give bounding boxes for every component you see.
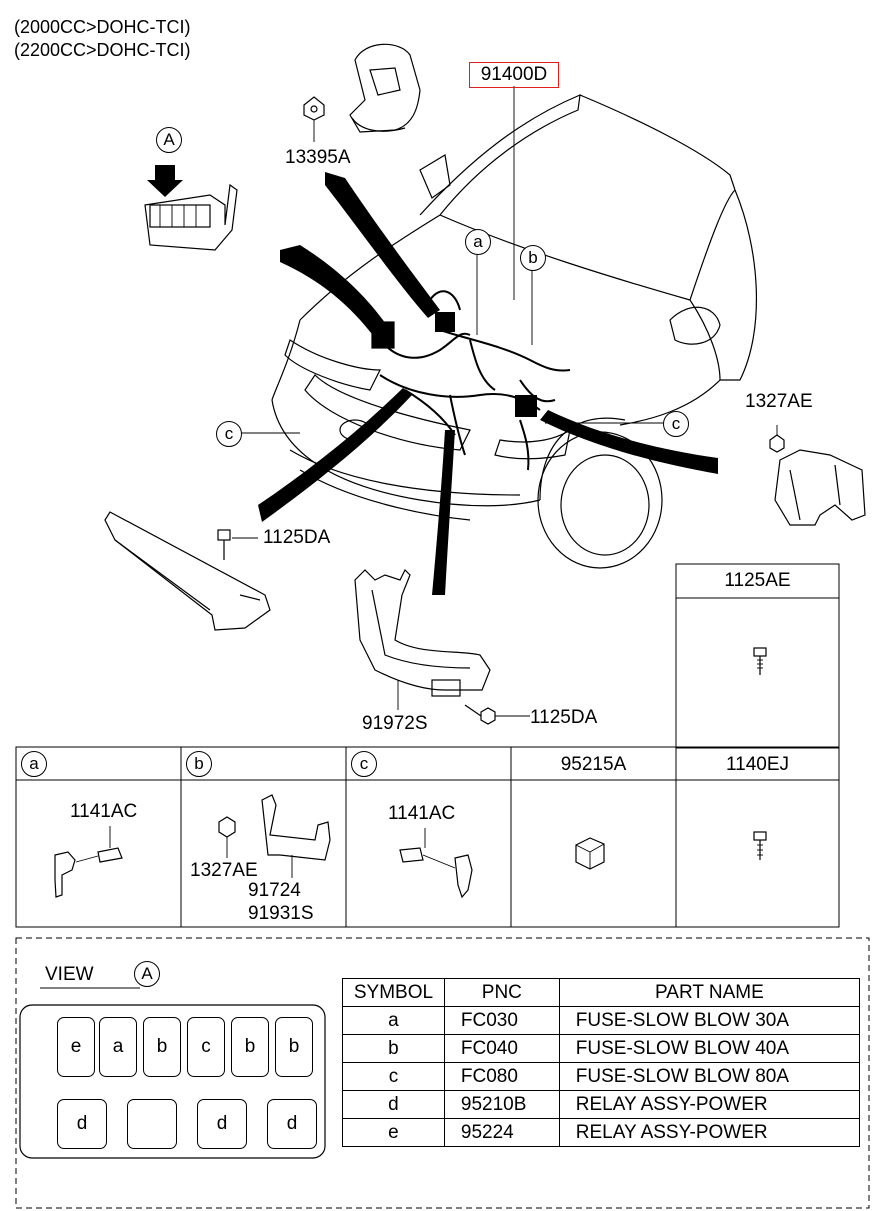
- pnc-cell: FC030: [443, 1006, 560, 1035]
- view-fuse-box-outline: [19, 1004, 326, 1159]
- table-row[interactable]: e 95224 RELAY ASSY-POWER: [342, 1118, 861, 1147]
- fuse-slot-1[interactable]: e: [57, 1017, 95, 1077]
- part-name-cell: RELAY ASSY-POWER: [558, 1118, 861, 1147]
- relay-slot-2[interactable]: [127, 1099, 177, 1149]
- symbol-cell: e: [342, 1118, 445, 1147]
- aux-grid-lines: [675, 563, 840, 749]
- ref-circle-c-right[interactable]: c: [663, 411, 689, 437]
- detail-header-a: a: [21, 751, 47, 777]
- callout-1327ae-right[interactable]: 1327AE: [745, 391, 813, 412]
- view-title-marker: A: [134, 961, 160, 987]
- cell-c-part-label: 1141AC: [388, 803, 456, 824]
- callout-1125da-bottom[interactable]: 1125DA: [530, 707, 598, 728]
- view-frame: [15, 937, 870, 1209]
- cell-a-part-label: 1141AC: [70, 801, 138, 822]
- pnc-cell: 95210B: [443, 1090, 560, 1119]
- detail-grid-lines: [15, 746, 840, 928]
- relay-slot-3[interactable]: d: [197, 1099, 247, 1149]
- callout-13395a[interactable]: 13395A: [285, 147, 351, 168]
- left-bracket: [104, 511, 271, 631]
- view-a-marker[interactable]: A: [156, 127, 182, 153]
- callout-leaders: [242, 86, 663, 434]
- part-name-cell: FUSE-SLOW BLOW 40A: [558, 1034, 861, 1063]
- fuse-slot-3[interactable]: b: [143, 1017, 181, 1077]
- pnc-cell: 95224: [443, 1118, 560, 1147]
- symbol-cell: a: [342, 1006, 445, 1035]
- fuse-slot-6[interactable]: b: [275, 1017, 313, 1077]
- aux-grid-header-1125ae: 1125AE: [724, 570, 791, 591]
- fuse-block: [144, 165, 238, 251]
- bottom-bracket: [354, 568, 530, 725]
- detail-header-b: b: [186, 751, 212, 777]
- fuse-slot-2[interactable]: a: [99, 1017, 137, 1077]
- detail-header-95215a: 95215A: [560, 754, 627, 775]
- pnc-cell: FC080: [443, 1062, 560, 1091]
- pointer-bands: [258, 172, 718, 595]
- part-name-cell: FUSE-SLOW BLOW 30A: [558, 1006, 861, 1035]
- relay-icon: [575, 837, 605, 870]
- engine-variant-2: (2200CC>DOHC-TCI): [14, 40, 191, 60]
- cell-b-label-91931s: 91931S: [248, 903, 314, 924]
- clip-icon-a: [54, 826, 123, 898]
- symbol-cell: d: [342, 1090, 445, 1119]
- table-row[interactable]: d 95210B RELAY ASSY-POWER: [342, 1090, 861, 1119]
- bolt-icon-1140ej: [753, 831, 767, 860]
- bolt-icon-1125ae: [753, 647, 767, 675]
- detail-header-1140ej: 1140EJ: [725, 754, 790, 775]
- clip-icon-c: [399, 828, 473, 899]
- symbol-cell: c: [342, 1062, 445, 1091]
- pnc-cell: FC040: [443, 1034, 560, 1063]
- upper-bracket: [303, 43, 421, 142]
- fuse-slot-5[interactable]: b: [231, 1017, 269, 1077]
- right-bracket: [769, 425, 866, 526]
- callout-1125da-left[interactable]: 1125DA: [263, 527, 331, 548]
- table-row[interactable]: b FC040 FUSE-SLOW BLOW 40A: [342, 1034, 861, 1063]
- detail-header-c: c: [351, 751, 377, 777]
- cell-b-label-1327ae: 1327AE: [190, 860, 258, 881]
- relay-slot-1[interactable]: d: [57, 1099, 107, 1149]
- part-name-cell: RELAY ASSY-POWER: [558, 1090, 861, 1119]
- callout-91972s[interactable]: 91972S: [362, 713, 428, 734]
- ref-circle-a[interactable]: a: [465, 229, 491, 255]
- parts-table-header-row: SYMBOL PNC PART NAME: [342, 978, 861, 1007]
- ref-circle-c-left[interactable]: c: [216, 421, 242, 447]
- relay-slot-4[interactable]: d: [267, 1099, 317, 1149]
- col-header-pnc: PNC: [443, 978, 560, 1007]
- bracket-icon-b: [218, 794, 331, 878]
- symbol-cell: b: [342, 1034, 445, 1063]
- cell-b-label-91724: 91724: [248, 880, 301, 901]
- ref-circle-b[interactable]: b: [520, 245, 546, 271]
- view-title: VIEW: [45, 964, 94, 985]
- col-header-part-name: PART NAME: [558, 978, 861, 1007]
- fuse-slot-4[interactable]: c: [187, 1017, 225, 1077]
- engine-variant-1: (2000CC>DOHC-TCI): [14, 17, 191, 37]
- vehicle-outline: [271, 94, 758, 569]
- table-row[interactable]: a FC030 FUSE-SLOW BLOW 30A: [342, 1006, 861, 1035]
- main-harness-part-number[interactable]: 91400D: [469, 62, 559, 88]
- parts-table: SYMBOL PNC PART NAME a FC030 FUSE-SLOW B…: [342, 978, 861, 1147]
- part-name-cell: FUSE-SLOW BLOW 80A: [558, 1062, 861, 1091]
- harness-wires: [371, 290, 571, 471]
- table-row[interactable]: c FC080 FUSE-SLOW BLOW 80A: [342, 1062, 861, 1091]
- col-header-symbol: SYMBOL: [342, 978, 445, 1007]
